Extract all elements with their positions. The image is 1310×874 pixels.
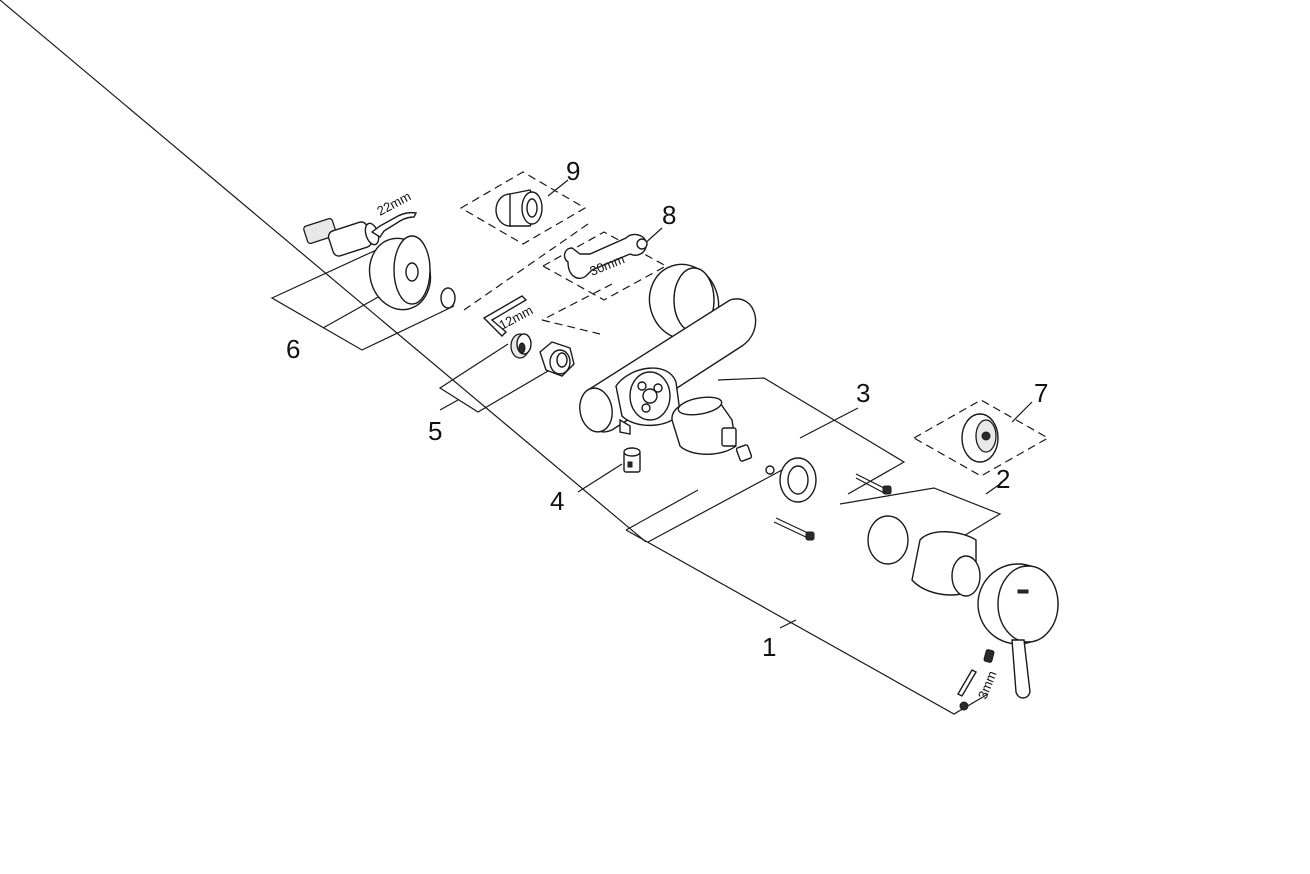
spindle-adapter (735, 444, 753, 462)
spanner-30mm: 30mm (563, 233, 648, 280)
hex-key-12mm: 12mm (482, 295, 535, 337)
cartridge (671, 396, 737, 455)
callout-7: 7 (1034, 378, 1048, 408)
rosette-cover (368, 235, 432, 311)
threaded-pin-upper (855, 473, 892, 495)
hex-key-3mm: 3mm (957, 669, 1000, 701)
callout-5: 5 (428, 416, 442, 446)
small-screw (959, 701, 969, 711)
callout-9: 9 (566, 156, 580, 186)
part-3-group (671, 377, 906, 541)
part-8-group: 30mm (541, 227, 668, 301)
lever-handle (977, 563, 1059, 699)
callout-6: 6 (286, 334, 300, 364)
cartridge-ring (779, 457, 817, 503)
callout-1: 1 (762, 632, 776, 662)
screw (765, 465, 775, 475)
union-nut (539, 341, 575, 377)
outlet-nipple (623, 447, 641, 473)
part-2-group (839, 483, 1002, 597)
part-4-group (577, 447, 641, 493)
eccentric-adapter (303, 217, 380, 257)
escutcheon-sleeve (911, 531, 981, 597)
union-fitting (510, 333, 532, 359)
washer (440, 287, 456, 309)
callout-3: 3 (856, 378, 870, 408)
reducing-nipple (495, 189, 543, 227)
grub-screw (983, 649, 995, 663)
threaded-pin-lower (773, 517, 815, 541)
callout-2: 2 (996, 464, 1010, 494)
callout-4: 4 (550, 486, 564, 516)
callout-8: 8 (662, 200, 676, 230)
mixer-body (579, 263, 757, 435)
cartridge-insert (961, 413, 999, 463)
part-6-group: 22mm (270, 188, 456, 351)
tool-label-3mm: 3mm (975, 669, 1000, 701)
part-1-group: 3mm (0, 0, 1000, 715)
part-7-group (912, 399, 1050, 477)
part-9-group (459, 171, 587, 245)
hex-key-22mm: 22mm (370, 188, 418, 238)
o-ring (867, 515, 909, 565)
